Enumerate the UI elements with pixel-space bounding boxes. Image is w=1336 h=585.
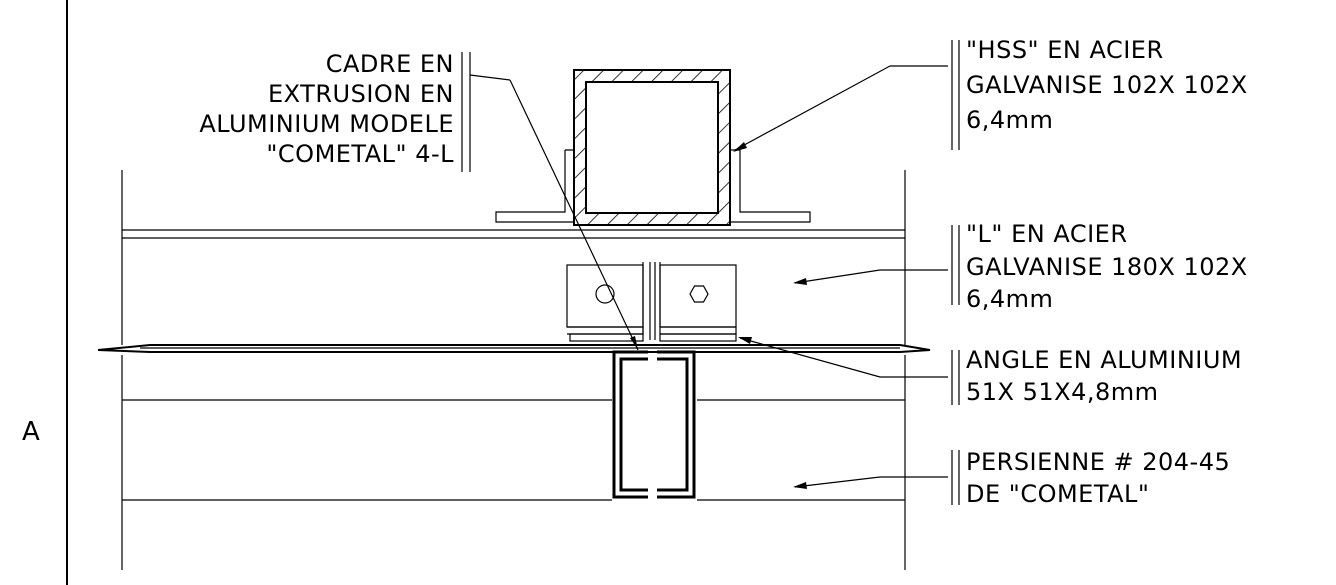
svg-text:GALVANISE 180X 102X: GALVANISE 180X 102X: [966, 253, 1248, 281]
right-angle-bracket: [729, 149, 811, 223]
left-angle-bracket: [495, 149, 575, 223]
label-aluminum-angle: ANGLE EN ALUMINIUM 51X 51X4,8mm: [966, 346, 1242, 406]
label-louvre: PERSIENNE # 204-45 DE "COMETAL": [966, 448, 1230, 508]
grid-label: A: [22, 417, 40, 447]
aluminum-frame-extrusion: [612, 350, 696, 499]
alu-angle-left: [569, 333, 644, 342]
frame-leader-diag: [509, 79, 639, 351]
svg-text:"HSS" EN ACIER: "HSS" EN ACIER: [966, 36, 1164, 64]
svg-text:EXTRUSION EN: EXTRUSION EN: [268, 80, 454, 108]
frame-leader-line: [469, 74, 511, 81]
svg-text:ANGLE EN ALUMINIUM: ANGLE EN ALUMINIUM: [966, 346, 1242, 374]
label-hss-steel: "HSS" EN ACIER GALVANISE 102X 102X 6,4mm: [966, 36, 1248, 134]
svg-text:"L" EN ACIER: "L" EN ACIER: [966, 220, 1128, 248]
svg-text:DE "COMETAL": DE "COMETAL": [966, 480, 1149, 508]
svg-text:PERSIENNE # 204-45: PERSIENNE # 204-45: [966, 448, 1230, 476]
svg-text:GALVANISE 102X 102X: GALVANISE 102X 102X: [966, 71, 1248, 99]
svg-text:6,4mm: 6,4mm: [966, 285, 1053, 313]
svg-text:6,4mm: 6,4mm: [966, 106, 1053, 134]
svg-text:51X 51X4,8mm: 51X 51X4,8mm: [966, 378, 1159, 406]
right-bolt-nut: [689, 285, 709, 303]
alu-angle-right: [659, 333, 737, 342]
svg-text:ALUMINIUM MODELE: ALUMINIUM MODELE: [199, 110, 454, 138]
sill-plate: [97, 344, 931, 353]
left-angle-plate: [566, 264, 644, 328]
label-l-angle-steel: "L" EN ACIER GALVANISE 180X 102X 6,4mm: [966, 220, 1248, 313]
right-angle-plate: [659, 264, 737, 328]
svg-text:CADRE EN: CADRE EN: [326, 50, 454, 78]
hss-tube: [573, 69, 731, 226]
left-bolt: [595, 284, 615, 304]
label-frame-extrusion: CADRE EN EXTRUSION EN ALUMINIUM MODELE "…: [199, 50, 454, 168]
svg-text:"COMETAL" 4-L: "COMETAL" 4-L: [266, 140, 454, 168]
